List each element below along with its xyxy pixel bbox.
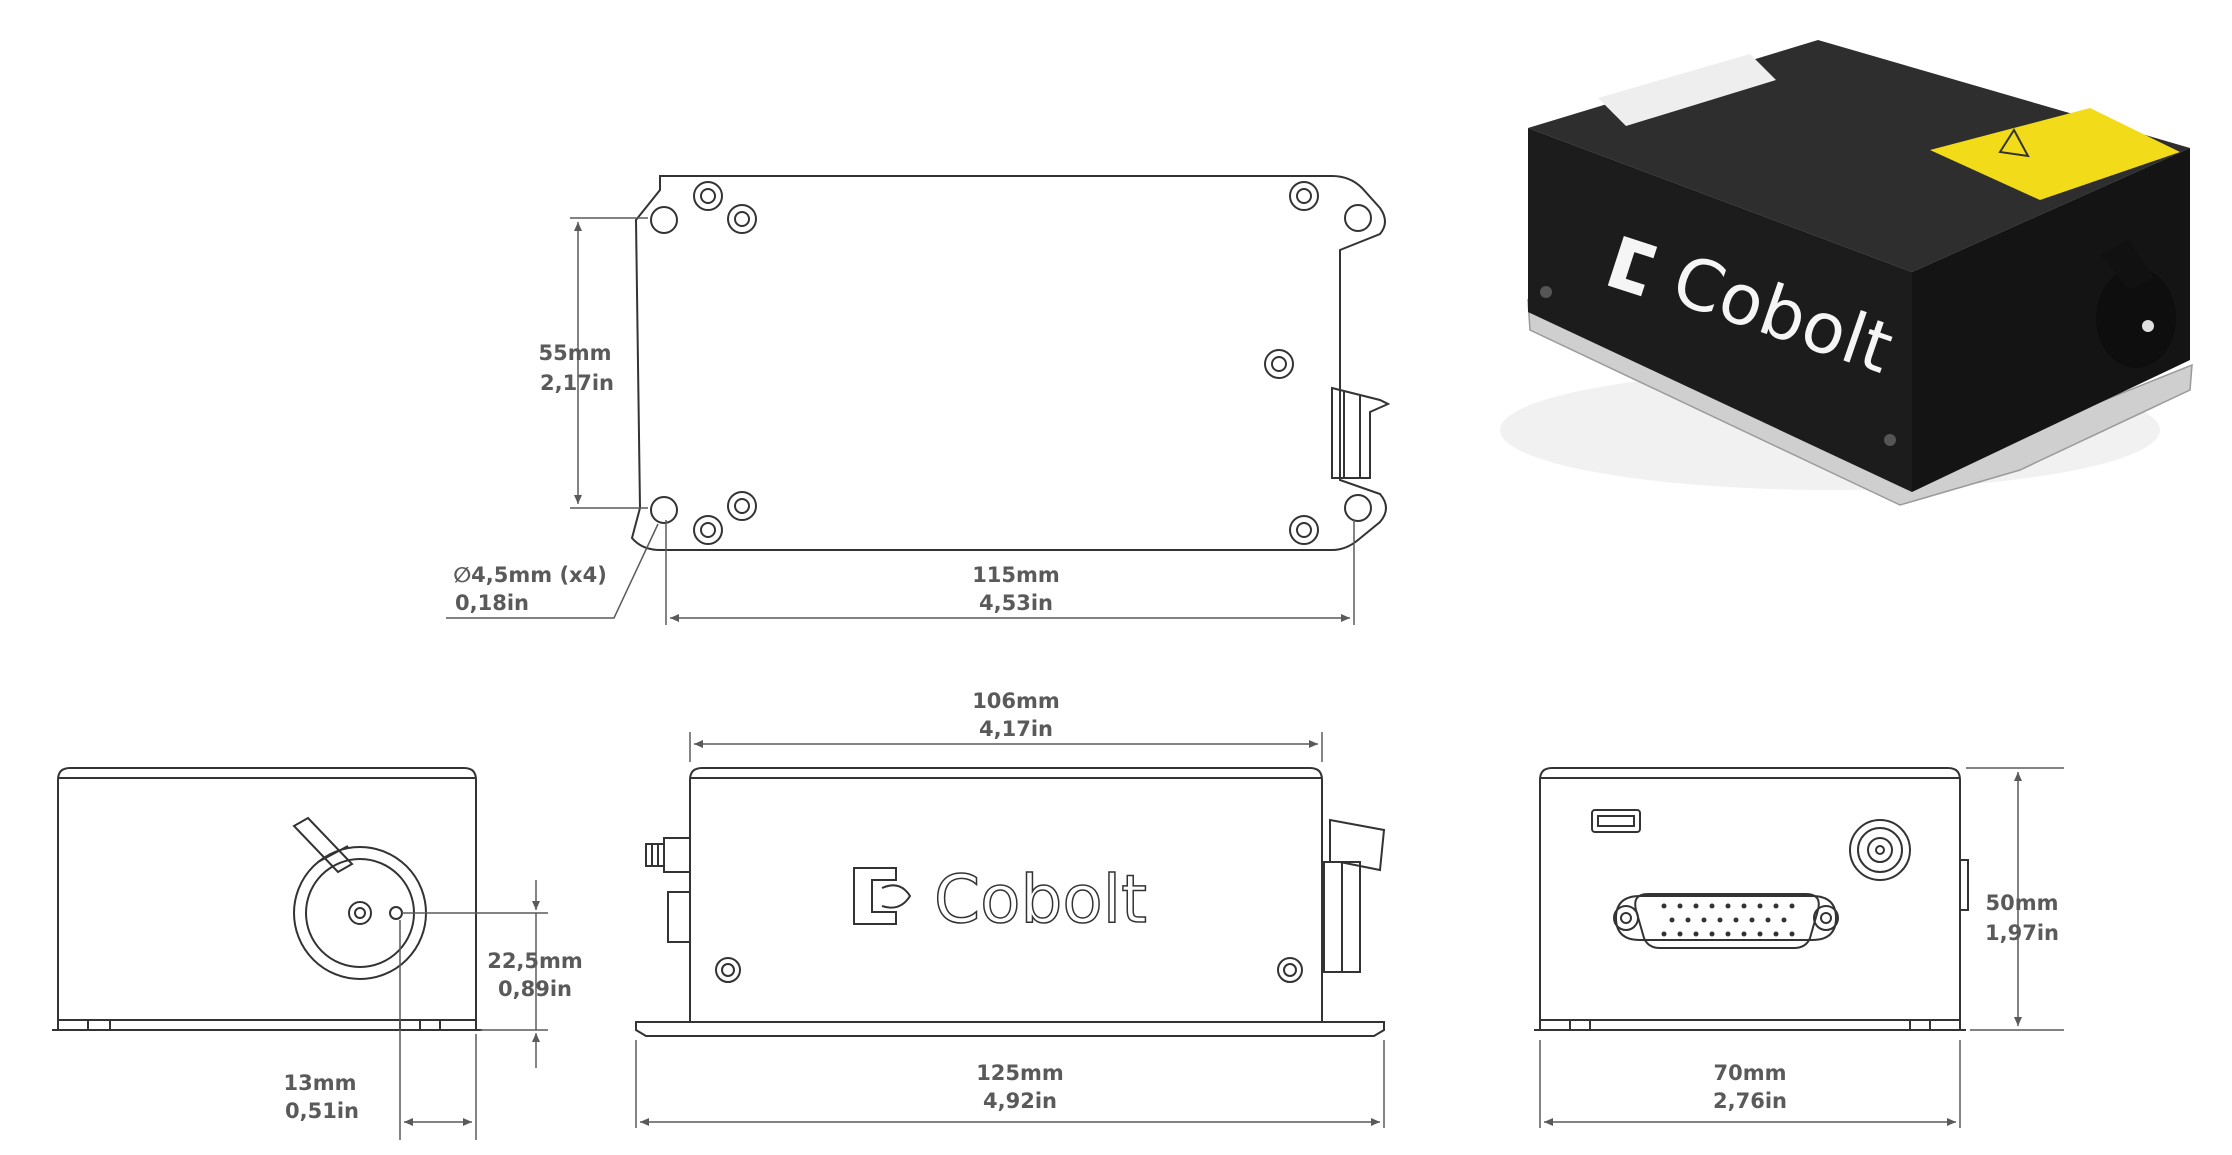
mount-hole-icon: [650, 496, 678, 524]
screw-icon: [693, 181, 723, 211]
sma-connector-icon: [645, 837, 691, 943]
screw-icon: [1264, 349, 1294, 379]
top-view: [630, 175, 1391, 551]
warning-label: [1930, 108, 2180, 200]
rear-view-dimensions: [1539, 767, 2064, 1128]
beam-height-mm: 22,5mm: [487, 949, 583, 973]
screw-icon: [715, 957, 741, 983]
embossed-logo: Cobolt: [853, 860, 1148, 939]
beam-offset-in: 0,51in: [285, 1099, 359, 1123]
top-length-mm: 115mm: [972, 563, 1060, 587]
screw-icon: [727, 491, 757, 521]
screw-icon: [1289, 181, 1319, 211]
top-length-in: 4,53in: [979, 591, 1053, 615]
base-length-mm: 125mm: [976, 1061, 1064, 1085]
shutter-knob: [1331, 386, 1391, 479]
width-mm: 70mm: [1714, 1061, 1787, 1085]
body-length-in: 4,17in: [979, 717, 1053, 741]
width-in: 2,76in: [1713, 1089, 1787, 1113]
screw-icon: [727, 204, 757, 234]
front-view-dimensions: [635, 732, 1385, 1128]
shutter-icon: [292, 816, 427, 980]
coax-connector-icon: [1849, 819, 1911, 881]
base-length-in: 4,92in: [983, 1089, 1057, 1113]
rear-view: [1534, 767, 1969, 1031]
product-render: Cobolt: [1500, 40, 2193, 506]
d-sub-connector-icon: [1613, 893, 1839, 949]
total-height-in: 1,97in: [1985, 921, 2059, 945]
beam-offset-mm: 13mm: [284, 1071, 357, 1095]
top-height-in: 2,17in: [540, 371, 614, 395]
mount-hole-in: 0,18in: [455, 591, 529, 615]
top-view-dimensions: [446, 217, 1355, 625]
beam-height-in: 0,89in: [498, 977, 572, 1001]
left-side-view: [52, 767, 482, 1031]
body-length-mm: 106mm: [972, 689, 1060, 713]
mount-hole-mm: ∅4,5mm (x4): [453, 563, 607, 587]
left-side-dimensions: [399, 880, 548, 1140]
mount-hole-icon: [1344, 494, 1372, 522]
top-view-outline: [630, 175, 1387, 551]
screw-icon: [693, 515, 723, 545]
mount-hole-icon: [1344, 204, 1372, 232]
usb-port-icon: [1591, 809, 1641, 833]
screw-icon: [1277, 957, 1303, 983]
screw-icon: [1289, 515, 1319, 545]
top-height-mm: 55mm: [539, 341, 612, 365]
front-wordmark: Cobolt: [934, 861, 1147, 938]
total-height-mm: 50mm: [1986, 891, 2059, 915]
mount-hole-icon: [650, 206, 678, 234]
front-view: Cobolt: [635, 767, 1386, 1037]
